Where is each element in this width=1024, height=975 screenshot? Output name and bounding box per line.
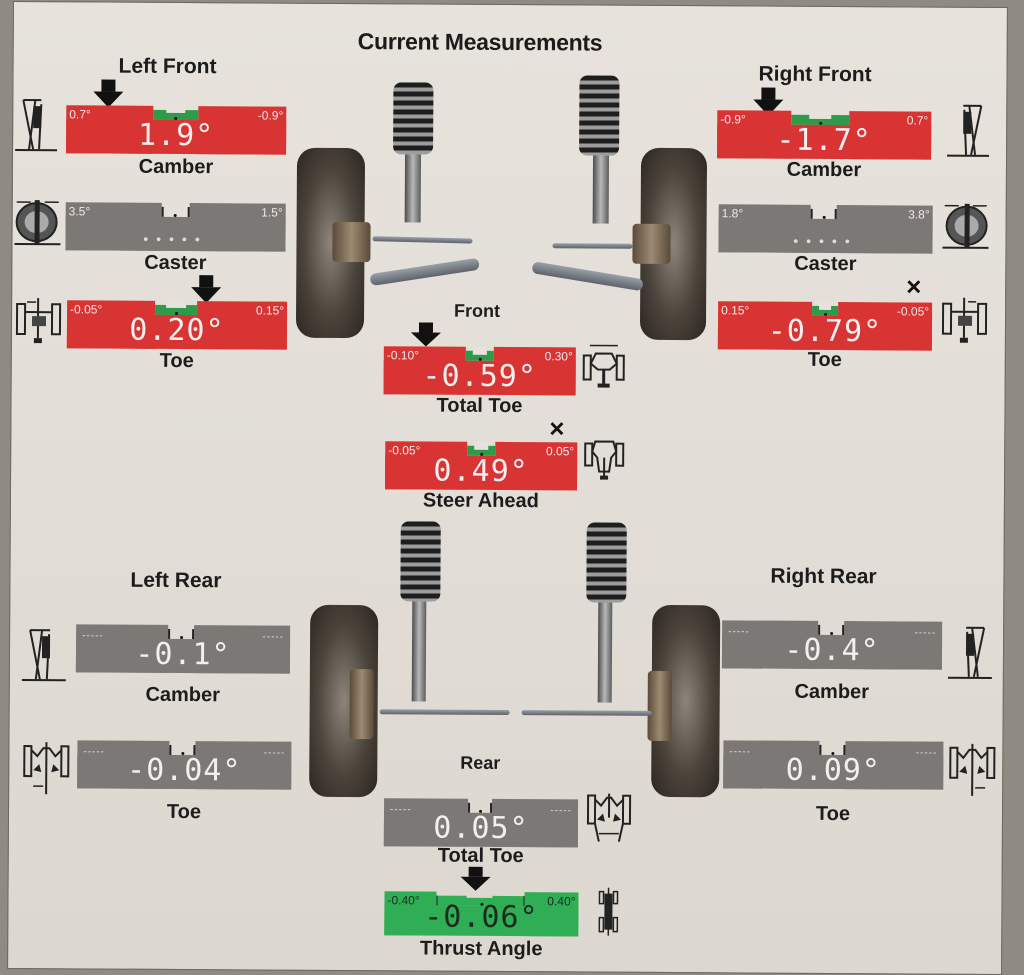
toe-icon	[14, 294, 64, 350]
range-min: 1.8°	[721, 206, 744, 221]
measurement-value: 0.09°	[785, 752, 882, 789]
lf-caster-gauge: 3.5° 1.5° •••••	[65, 202, 286, 252]
lf-toe-label: Toe	[159, 349, 194, 373]
toe-icon	[940, 294, 990, 350]
rear-suspension-illustration	[299, 509, 721, 802]
rf-camber-gauge: -0.9° 0.7° -1.7°	[717, 110, 932, 160]
lr-toe-label: Toe	[166, 800, 202, 824]
lf-camber-label: Camber	[138, 155, 214, 179]
thrust-angle-gauge: -0.40° 0.40° -0.06°	[384, 891, 579, 937]
thrust-angle-label: Thrust Angle	[419, 937, 543, 961]
lr-camber-label: Camber	[145, 683, 221, 707]
rf-toe-label: Toe	[807, 348, 842, 372]
total-toe-icon	[585, 791, 633, 847]
lf-camber-gauge: 0.7° -0.9° 1.9°	[66, 105, 287, 155]
target-arrow-head	[410, 332, 441, 347]
out-of-range-x-icon: ×	[906, 271, 922, 302]
no-reading-dots: •••••	[793, 232, 858, 250]
target-arrow-icon	[199, 275, 214, 288]
rr-toe-gauge: ----- ----- 0.09°	[723, 740, 944, 790]
measurement-value: -0.06°	[424, 899, 539, 936]
toe-icon	[21, 740, 71, 796]
rear-total-toe-gauge: ----- ----- 0.05°	[383, 798, 579, 848]
target-arrow-head	[460, 876, 491, 891]
range-max: 1.5°	[261, 205, 283, 220]
measurement-value: 0.49°	[433, 453, 529, 490]
left-front-title: Left Front	[118, 54, 217, 79]
rf-caster-label: Caster	[794, 252, 857, 276]
rf-camber-label: Camber	[786, 158, 862, 182]
left-rear-title: Left Rear	[130, 568, 222, 593]
camber-icon	[945, 102, 991, 158]
measurement-value: -0.79°	[767, 313, 883, 350]
target-arrow-icon	[761, 87, 776, 100]
camber-icon	[947, 624, 994, 680]
rear-axle-title: Rear	[460, 752, 501, 773]
target-arrow-icon	[468, 866, 483, 877]
steer-ahead-icon	[583, 437, 625, 487]
rear-total-toe-label: Total Toe	[437, 844, 524, 868]
lf-toe-gauge: -0.05° 0.15° 0.20°	[66, 300, 288, 350]
right-rear-title: Right Rear	[770, 564, 877, 589]
front-suspension-illustration	[292, 64, 714, 347]
front-axle-title: Front	[454, 300, 501, 321]
camber-icon	[15, 94, 59, 152]
measurement-value: 0.20°	[129, 312, 225, 349]
lr-camber-gauge: ----- ----- -0.1°	[75, 624, 291, 674]
measurement-value: -0.1°	[135, 636, 231, 673]
lr-toe-gauge: ----- ----- -0.04°	[77, 740, 292, 790]
no-reading-dots: •••••	[143, 230, 208, 248]
caster-icon	[940, 198, 989, 250]
rr-camber-label: Camber	[794, 680, 870, 704]
rr-camber-gauge: ----- ----- -0.4°	[721, 620, 943, 670]
toe-icon	[947, 742, 997, 798]
caster-icon	[14, 194, 62, 246]
target-arrow-icon	[418, 322, 434, 333]
steer-ahead-gauge: -0.05° 0.05° 0.49°	[384, 441, 578, 491]
out-of-range-x-icon: ×	[549, 413, 565, 444]
right-front-title: Right Front	[758, 62, 872, 87]
printout-page: Current Measurements Left Front 0.7° -0.…	[7, 0, 1008, 975]
target-arrow-icon	[101, 79, 116, 92]
range-min: 3.5°	[68, 204, 91, 219]
lf-caster-label: Caster	[144, 251, 207, 275]
measurement-value: -0.59°	[422, 358, 537, 395]
camber-icon	[21, 626, 68, 682]
page-title: Current Measurements	[357, 28, 603, 56]
measurement-value: 1.9°	[137, 117, 215, 154]
rf-caster-gauge: 1.8° 3.8° •••••	[718, 204, 933, 254]
measurement-value: -0.04°	[126, 752, 242, 789]
range-max: 3.8°	[908, 207, 930, 222]
measurement-value: -0.4°	[784, 632, 880, 669]
rf-toe-gauge: 0.15° -0.05° -0.79°	[717, 301, 933, 351]
measurement-value: -1.7°	[776, 122, 872, 159]
front-total-toe-label: Total Toe	[436, 394, 523, 418]
measurement-value: 0.05°	[433, 810, 529, 847]
rr-toe-label: Toe	[815, 802, 851, 826]
front-total-toe-gauge: -0.10° 0.30° -0.59°	[383, 346, 576, 396]
thrust-angle-icon	[596, 887, 620, 938]
total-toe-icon	[582, 341, 626, 391]
